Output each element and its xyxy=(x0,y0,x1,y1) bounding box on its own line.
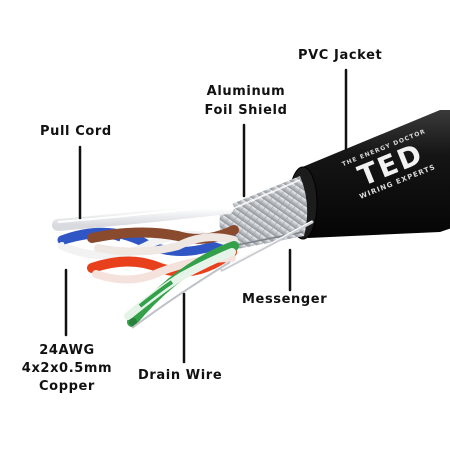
label-messenger: Messenger xyxy=(242,292,328,307)
label-copper-line3: Copper xyxy=(39,379,95,394)
pull-cord xyxy=(52,202,234,231)
label-aluminum-foil-shield: Aluminum Foil Shield xyxy=(196,84,296,119)
label-copper: 24AWG 4x2x0.5mm Copper xyxy=(14,343,120,395)
leader-lines xyxy=(64,68,348,364)
label-copper-line1: 24AWG xyxy=(39,343,95,358)
label-pvc-jacket: PVC Jacket xyxy=(298,48,383,63)
twisted-pairs xyxy=(57,225,239,329)
messenger-wire xyxy=(220,220,314,272)
drain-wire-shape xyxy=(131,261,231,329)
label-aluminum-line2: Foil Shield xyxy=(204,103,288,118)
label-aluminum-line1: Aluminum xyxy=(206,84,286,99)
label-pull-cord: Pull Cord xyxy=(40,124,112,139)
label-drain-wire: Drain Wire xyxy=(138,368,223,383)
label-copper-line2: 4x2x0.5mm xyxy=(21,361,113,376)
